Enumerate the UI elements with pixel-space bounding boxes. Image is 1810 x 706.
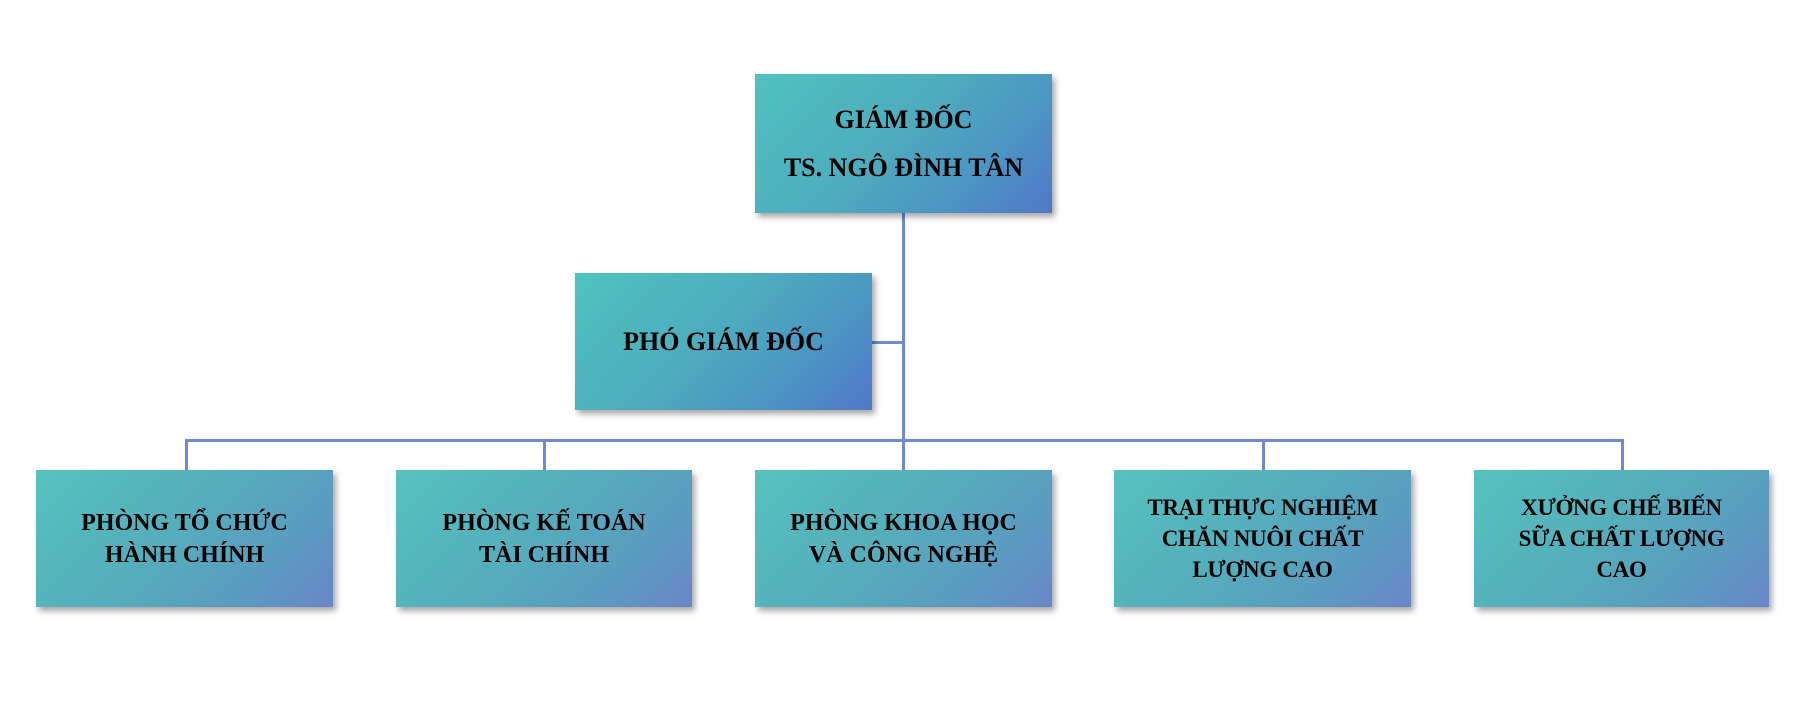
node-director[interactable]: GIÁM ĐỐC TS. NGÔ ĐÌNH TÂN [755, 74, 1052, 213]
node-department-finance[interactable]: PHÒNG KẾ TOÁN TÀI CHÍNH [396, 470, 692, 607]
node-department-livestock-farm[interactable]: TRẠI THỰC NGHIỆM CHĂN NUÔI CHẤT LƯỢNG CA… [1114, 470, 1411, 607]
node-department-admin-label: PHÒNG TỔ CHỨC HÀNH CHÍNH [81, 509, 288, 568]
connector-drop-department-4 [1262, 439, 1265, 470]
connector-director-trunk [902, 213, 905, 442]
node-director-label: GIÁM ĐỐC TS. NGÔ ĐÌNH TÂN [783, 104, 1024, 182]
connector-drop-department-5 [1621, 439, 1624, 470]
connector-deputy [872, 341, 904, 344]
connector-drop-department-2 [543, 439, 546, 470]
node-department-livestock-farm-label: TRẠI THỰC NGHIỆM CHĂN NUÔI CHẤT LƯỢNG CA… [1147, 495, 1378, 582]
node-deputy-director-label: PHÓ GIÁM ĐỐC [623, 326, 824, 356]
node-department-dairy-factory-label: XƯỞNG CHẾ BIẾN SỮA CHẤT LƯỢNG CAO [1518, 495, 1725, 582]
node-deputy-director[interactable]: PHÓ GIÁM ĐỐC [575, 273, 872, 410]
node-department-finance-label: PHÒNG KẾ TOÁN TÀI CHÍNH [442, 509, 646, 568]
node-department-admin[interactable]: PHÒNG TỔ CHỨC HÀNH CHÍNH [36, 470, 333, 607]
connector-drop-department-1 [185, 439, 188, 470]
node-department-science-technology[interactable]: PHÒNG KHOA HỌC VÀ CÔNG NGHỆ [755, 470, 1052, 607]
node-department-science-technology-label: PHÒNG KHOA HỌC VÀ CÔNG NGHỆ [790, 509, 1017, 568]
connector-drop-department-3 [902, 439, 905, 470]
node-department-dairy-factory[interactable]: XƯỞNG CHẾ BIẾN SỮA CHẤT LƯỢNG CAO [1474, 470, 1769, 607]
